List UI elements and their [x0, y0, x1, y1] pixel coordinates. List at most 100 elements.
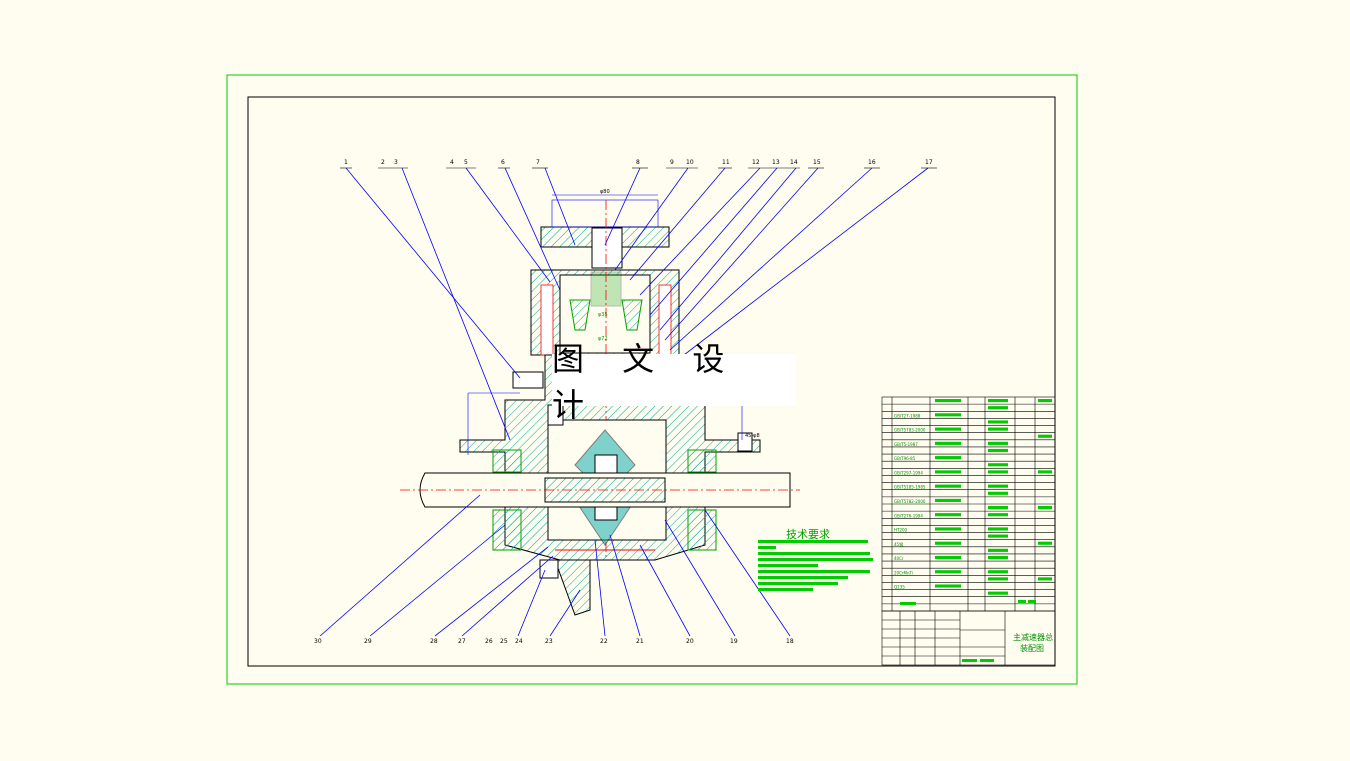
balloon-13: 13 [772, 159, 780, 166]
bom-cell-fill [988, 399, 1008, 403]
dim-right-note: 45-φ8 [745, 433, 760, 439]
bom-cell-fill [935, 399, 961, 403]
bom-cell-fill [1038, 434, 1052, 438]
bom-label: GB/T27-1988 [894, 413, 921, 418]
bom-cell-fill [935, 513, 961, 517]
title-block-fills [900, 600, 1036, 662]
balloon-30: 30 [314, 638, 322, 645]
dimension-labels: φ80 φ35 φ72 45-φ8 [598, 189, 760, 439]
balloon-2: 2 [381, 159, 385, 166]
balloon-16: 16 [868, 159, 876, 166]
bom-cell-fill [935, 413, 961, 417]
bom-label: GB/T96-85 [894, 456, 916, 461]
bom-label: GB/T5782-2000 [894, 499, 926, 504]
bom-cell-fill [988, 470, 1008, 474]
balloon-17: 17 [925, 159, 933, 166]
balloon-22: 22 [600, 638, 608, 645]
bom-cell-fill [1038, 470, 1052, 474]
balloon-21: 21 [636, 638, 644, 645]
top-leaders [345, 167, 929, 441]
balloon-10: 10 [686, 159, 694, 166]
bom-cell-fill [935, 570, 961, 574]
bom-label: 40Cr [894, 556, 904, 561]
balloon-28: 28 [430, 638, 438, 645]
balloon-27: 27 [458, 638, 466, 645]
bom-label: HT200 [894, 528, 908, 533]
balloon-18: 18 [786, 638, 794, 645]
tech-requirements-title: 技术要求 [786, 528, 830, 541]
inner-frame [247, 96, 1056, 667]
bom-cell-fill [988, 570, 1008, 574]
bom-label: 45钢 [894, 541, 903, 547]
balloon-19: 19 [730, 638, 738, 645]
bom-cell-fill [988, 441, 1008, 445]
balloon-3: 3 [394, 159, 398, 166]
bom-label: GB/T297-1994 [894, 470, 923, 475]
bom-label: GB/T5783-2000 [894, 428, 926, 433]
bom-label: 20CrMnTi [894, 570, 913, 575]
bom-table [881, 396, 1056, 612]
balloon-6: 6 [501, 159, 505, 166]
bom-cell-fill [1038, 399, 1052, 403]
bom-cell-fill [935, 527, 961, 531]
bom-cell-fill [935, 441, 961, 445]
bom-cell-fill [988, 427, 1008, 431]
bom-cell-fill [988, 555, 1008, 560]
bom-cell-fill [935, 555, 961, 560]
bom-label: GB/T5-1987 [894, 442, 918, 447]
bom-cell-fill [935, 456, 961, 460]
bom-cell-fill [988, 527, 1008, 531]
bom-cell-fill [988, 513, 1008, 517]
title-block [881, 610, 1056, 666]
bom-label: GB/T276-1994 [894, 513, 923, 518]
bom-cell-fill [988, 406, 1008, 410]
balloon-5: 5 [464, 159, 468, 166]
dim-bore-1: φ35 [598, 312, 608, 318]
bom-cell-fill [988, 534, 1008, 538]
bom-cell-fill [988, 484, 1008, 488]
bom-cell-fill [988, 420, 1008, 424]
watermark: 图 文 设 计 [552, 340, 796, 424]
title-block-name-1: 主减速器总 [1013, 633, 1053, 642]
balloon-9: 9 [670, 159, 674, 166]
bom-green-fills: GB/T27-1988GB/T5783-2000GB/T5-1987GB/T96… [894, 399, 1052, 595]
bom-cell-fill [988, 448, 1008, 453]
bom-cell-fill [988, 577, 1008, 581]
bom-cell-fill [935, 541, 961, 545]
bottom-leaders [319, 494, 791, 637]
bom-cell-fill [935, 427, 961, 431]
bom-cell-fill [988, 548, 1008, 552]
assembly-section [400, 194, 800, 616]
balloon-7: 7 [536, 159, 540, 166]
title-block-name-2: 装配图 [1020, 644, 1044, 653]
balloon-25: 25 [500, 638, 508, 645]
balloon-1: 1 [344, 159, 348, 166]
bom-cell-fill [1038, 506, 1052, 510]
bom-cell-fill [935, 498, 961, 502]
bom-cell-fill [988, 491, 1008, 495]
bom-cell-fill [988, 463, 1008, 467]
bom-label: GB/T5185-1985 [894, 485, 926, 490]
bom-cell-fill [988, 506, 1008, 510]
bom-cell-fill [935, 484, 961, 488]
top-balloon-labels: 1 2 3 4 5 6 7 8 9 10 11 12 13 14 15 16 1… [344, 159, 933, 166]
bom-cell-fill [935, 584, 961, 588]
balloon-23: 23 [545, 638, 553, 645]
balloon-24: 24 [515, 638, 523, 645]
bom-label: Q235 [894, 585, 905, 590]
balloon-15: 15 [813, 159, 821, 166]
dim-top-width: φ80 [600, 189, 610, 195]
bom-cell-fill [988, 591, 1008, 595]
balloon-11: 11 [722, 159, 730, 166]
bottom-balloon-labels: 30 29 28 27 26 25 24 23 22 21 20 19 18 [314, 638, 794, 645]
balloon-20: 20 [686, 638, 694, 645]
bom-cell-fill [1038, 541, 1052, 545]
balloon-4: 4 [450, 159, 454, 166]
bom-cell-fill [935, 470, 961, 474]
dim-bore-2: φ72 [598, 336, 608, 342]
balloon-8: 8 [636, 159, 640, 166]
balloon-29: 29 [364, 638, 372, 645]
tech-requirements-lines [758, 540, 873, 591]
balloon-12: 12 [752, 159, 760, 166]
